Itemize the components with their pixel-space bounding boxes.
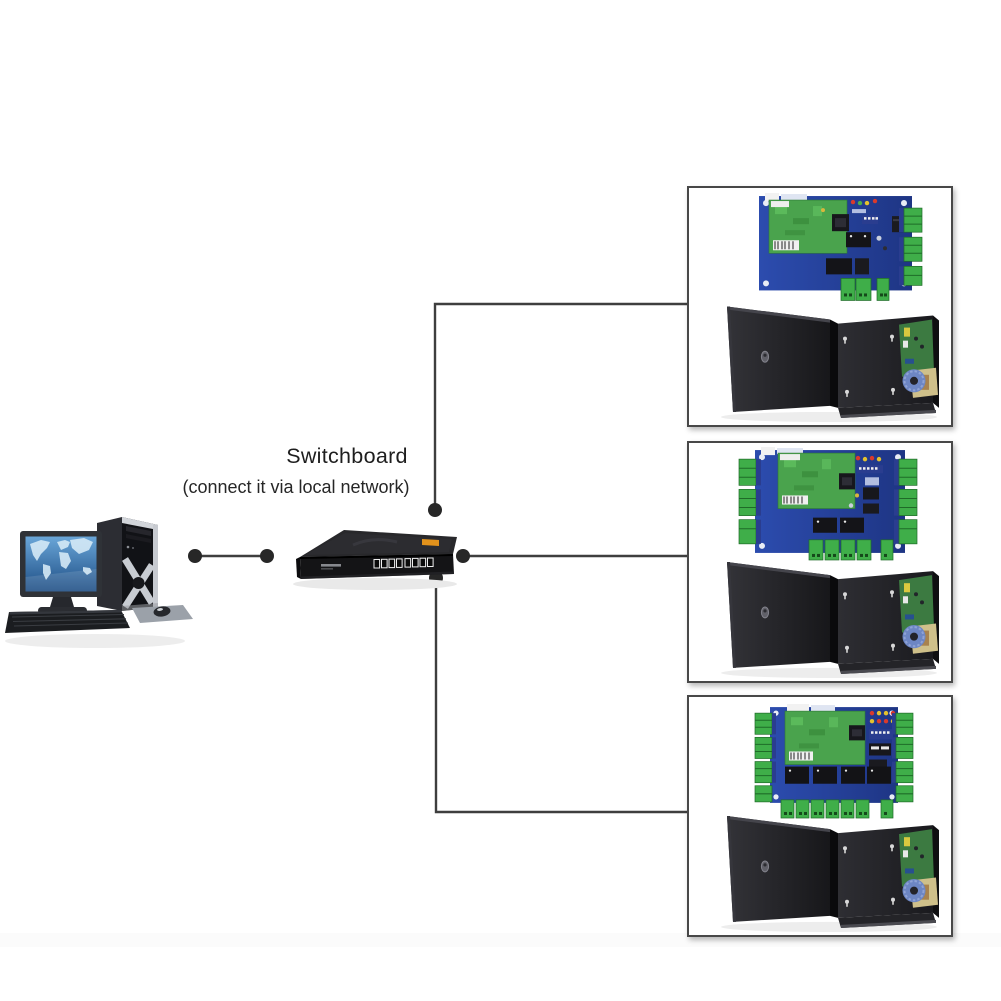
computer-tower <box>97 517 158 611</box>
two-door-control-board <box>738 447 918 561</box>
terminal-blocks-right <box>892 712 914 803</box>
switchboard-note: (connect it via local network) <box>182 477 410 497</box>
terminal-blocks-right <box>899 207 923 286</box>
connection-dot <box>188 549 202 563</box>
controller-kit-2 <box>687 441 953 683</box>
network-switch <box>293 530 457 590</box>
connection-dot <box>428 503 442 517</box>
relay <box>826 258 852 275</box>
desktop-computer <box>5 517 193 648</box>
power-supply-box <box>721 306 939 422</box>
one-door-control-board <box>759 193 923 301</box>
switch-shadow <box>293 578 457 590</box>
box-door <box>727 306 830 412</box>
relay <box>846 232 871 248</box>
switch-brand-text-mark <box>321 564 341 567</box>
edge-switch-controller-1 <box>433 302 695 510</box>
edge-switch-controller-3 <box>434 578 695 814</box>
terminal-blocks-bottom <box>840 278 890 301</box>
power-supply-box <box>721 562 939 678</box>
power-supply-box <box>721 816 939 932</box>
switch-body <box>296 530 457 579</box>
switch-orange-label <box>422 539 439 546</box>
relay <box>813 517 837 533</box>
world-map-graphic <box>30 538 93 580</box>
terminal-blocks-right <box>894 458 918 545</box>
status-leds <box>855 455 882 462</box>
status-leds <box>850 198 878 206</box>
relay <box>840 517 864 533</box>
computer-monitor <box>20 531 102 614</box>
controller-kit-1-graphic <box>721 193 939 422</box>
switchboard-label: Switchboard <box>286 444 408 468</box>
controller-kit-2-graphic <box>721 447 939 678</box>
controller-kit-3-graphic <box>721 704 939 932</box>
computer-shadow <box>5 634 185 648</box>
computer-mouse <box>132 605 193 623</box>
connection-dot <box>456 549 470 563</box>
computer-keyboard <box>5 610 130 633</box>
connection-dot <box>260 549 274 563</box>
terminal-blocks-left <box>738 458 761 545</box>
controller-kit-1 <box>687 186 953 427</box>
switch-embossed-logo <box>352 538 398 547</box>
box-door <box>727 816 830 922</box>
terminal-blocks-left <box>754 712 776 803</box>
controller-kit-3 <box>687 695 953 937</box>
switch-ports <box>373 557 434 569</box>
box-door <box>727 562 830 668</box>
terminal-blocks-bottom <box>808 539 894 561</box>
mounting-keyholes <box>843 334 895 397</box>
terminal-blocks-bottom <box>780 799 894 819</box>
four-door-control-board <box>754 704 914 819</box>
